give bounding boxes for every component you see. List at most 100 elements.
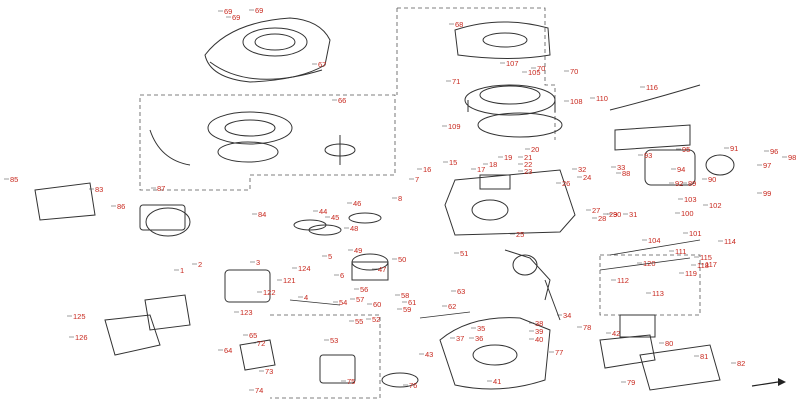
part-label-71: 71 [452,77,460,86]
part-label-70: 70 [537,64,545,73]
part-label-77: 77 [555,348,563,357]
part-label-115: 115 [700,253,712,262]
part-label-110: 110 [596,94,608,103]
part-label-73: 73 [265,367,273,376]
part-label-23: 23 [524,167,532,176]
part-label-22: 22 [524,160,532,169]
part-label-69: 69 [232,13,240,22]
part-label-65: 65 [249,331,257,340]
part-label-6: 6 [340,271,344,280]
part-label-84: 84 [258,210,266,219]
part-label-16: 16 [423,165,431,174]
part-label-55: 55 [355,317,363,326]
part-label-28: 28 [598,214,606,223]
part-label-95: 95 [682,145,690,154]
part-label-21: 21 [524,153,532,162]
part-label-120: 120 [643,259,656,268]
part-label-109: 109 [448,122,461,131]
part-label-31: 31 [629,210,637,219]
part-label-80: 80 [665,339,673,348]
part-label-60: 60 [373,300,381,309]
part-label-10: 10 [0,0,8,2]
part-label-37: 37 [456,334,464,343]
part-label-116: 116 [646,83,658,92]
part-label-4: 4 [304,293,308,302]
part-label-2: 2 [198,260,202,269]
part-label-32: 32 [578,165,586,174]
part-label-42: 42 [612,329,620,338]
part-label-104: 104 [648,236,661,245]
part-label-114: 114 [724,237,736,246]
part-label-85: 85 [10,175,18,184]
part-label-46: 46 [353,199,361,208]
part-label-98: 98 [788,153,796,162]
part-label-72: 72 [257,339,265,348]
part-label-87: 87 [157,184,165,193]
part-label-8: 8 [398,194,402,203]
muffler-part [34,182,186,231]
part-label-105: 105 [528,68,541,77]
part-label-90: 90 [708,175,716,184]
part-label-99: 99 [763,189,771,198]
part-label-30: 30 [613,210,621,219]
part-label-14: 14 [0,0,8,2]
engine-block-part [444,169,576,236]
carburetor-part [239,339,419,388]
part-label-20: 20 [531,145,539,154]
part-label-59: 59 [403,305,411,314]
part-label-113: 113 [652,289,664,298]
part-label-1: 1 [180,266,184,275]
part-label-26: 26 [562,179,570,188]
part-label-11: 11 [0,0,8,2]
part-label-121: 121 [283,276,296,285]
linkage-part [289,239,701,319]
part-label-12: 12 [0,0,8,2]
part-label-49: 49 [354,246,362,255]
part-label-43: 43 [425,350,433,359]
part-label-48: 48 [350,224,358,233]
part-label-92: 92 [675,179,683,188]
part-label-94: 94 [677,165,685,174]
part-label-117: 117 [705,260,717,269]
part-label-118: 118 [697,261,709,270]
part-label-66: 66 [338,96,346,105]
part-label-53: 53 [330,336,338,345]
part-label-103: 103 [684,195,697,204]
part-label-81: 81 [700,352,708,361]
part-label-74: 74 [255,386,263,395]
part-label-69: 69 [224,7,232,16]
blower-housing-part [454,21,551,59]
part-label-17: 17 [477,165,485,174]
part-label-88: 88 [622,169,630,178]
part-label-101: 101 [689,229,702,238]
part-label-15: 15 [449,158,457,167]
part-label-7: 7 [415,175,419,184]
crankcase-cover-part [439,317,551,390]
part-label-40: 40 [535,335,543,344]
part-label-63: 63 [457,287,465,296]
part-label-54: 54 [339,298,347,307]
part-label-13: 13 [0,0,8,2]
flywheel-part [464,84,563,138]
direction-arrow-icon [751,378,786,387]
piston-part [293,212,389,281]
part-label-51: 51 [460,249,468,258]
part-label-89: 89 [688,179,696,188]
part-label-35: 35 [477,324,485,333]
part-label-91: 91 [730,144,738,153]
part-label-86: 86 [117,202,125,211]
part-label-126: 126 [75,333,88,342]
part-label-44: 44 [319,207,327,216]
part-label-96: 96 [770,147,778,156]
part-label-9: 9 [0,0,4,2]
fan-cover-part [204,17,331,83]
part-label-108: 108 [570,97,583,106]
air-filter-part [599,314,721,391]
part-label-56: 56 [360,285,368,294]
part-label-24: 24 [583,173,591,182]
part-label-61: 61 [408,298,416,307]
part-label-70: 70 [570,67,578,76]
